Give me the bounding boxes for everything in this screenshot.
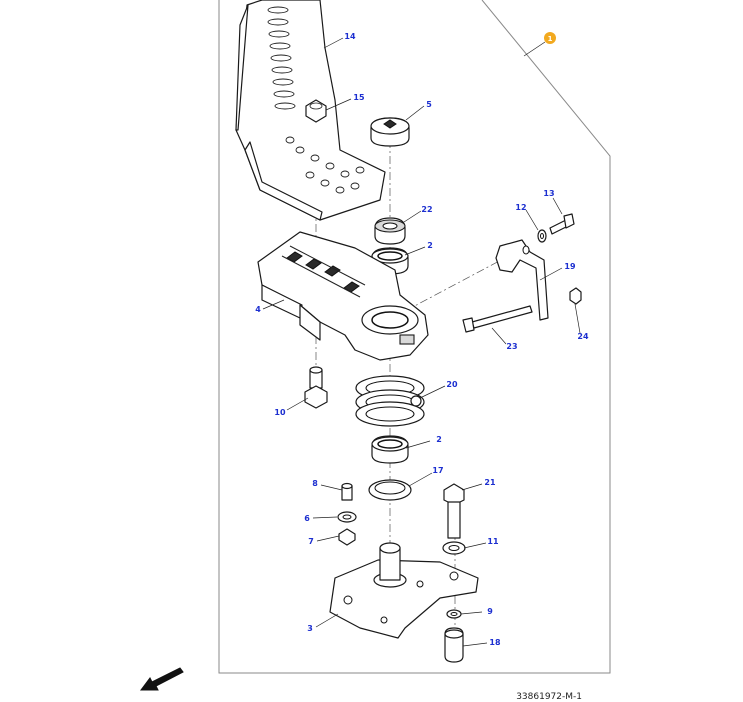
housing-part [257,231,429,361]
bolt-21-part [443,483,465,539]
callout-13: 13 [543,189,554,198]
callout-12: 12 [515,203,526,212]
washer-12-part [537,229,547,243]
pin-part [304,366,328,409]
cap-part [370,117,410,147]
assembly-frame [218,0,611,674]
callout-8: 8 [312,479,318,488]
base-plate-part [329,542,479,639]
bushing-lower-part [371,435,409,464]
nut-7-part [338,528,356,546]
spacer-part [444,627,464,663]
callout-21: 21 [484,478,496,487]
callout-19: 19 [564,262,576,271]
callout-labels: 14 15 5 22 2 13 12 19 4 24 23 10 20 2 17… [255,32,589,647]
bracket-part [495,239,549,321]
washer-11-part [442,541,466,555]
callout-10: 10 [274,408,286,417]
callout-24: 24 [577,332,589,341]
document-id: 33861972-M-1 [516,692,582,702]
callout-14: 14 [344,32,356,41]
nut-24-part [569,287,582,305]
callout-3: 3 [307,624,313,633]
bolt-13-part [549,213,575,235]
callout-23: 23 [506,342,517,351]
callout-22: 22 [421,205,432,214]
bushing-upper-part [371,247,409,275]
callout-20: 20 [446,380,458,389]
callout-2-upper: 2 [427,241,433,250]
leader-lines [262,37,581,647]
ring-part [368,479,412,501]
callout-2-lower: 2 [436,435,442,444]
washer-9-part [446,609,462,619]
callout-7: 7 [308,537,314,546]
callout-4: 4 [255,305,261,314]
direction-arrow-icon [140,667,184,691]
callout-11: 11 [487,537,499,546]
washer-6-part [337,511,357,523]
nut-part [305,99,327,123]
screw-8-part [341,482,353,501]
callout-9: 9 [487,607,493,616]
callout-17: 17 [432,466,443,475]
assembly-badge: 1 [544,32,556,44]
spring-part [355,375,425,427]
callout-18: 18 [489,638,501,647]
callout-15: 15 [353,93,365,102]
callout-6: 6 [304,514,310,523]
bolt-23-part [462,305,533,333]
assembly-badge-label: 1 [548,35,553,43]
callout-5: 5 [426,100,432,109]
bearing-top-part [374,217,406,245]
